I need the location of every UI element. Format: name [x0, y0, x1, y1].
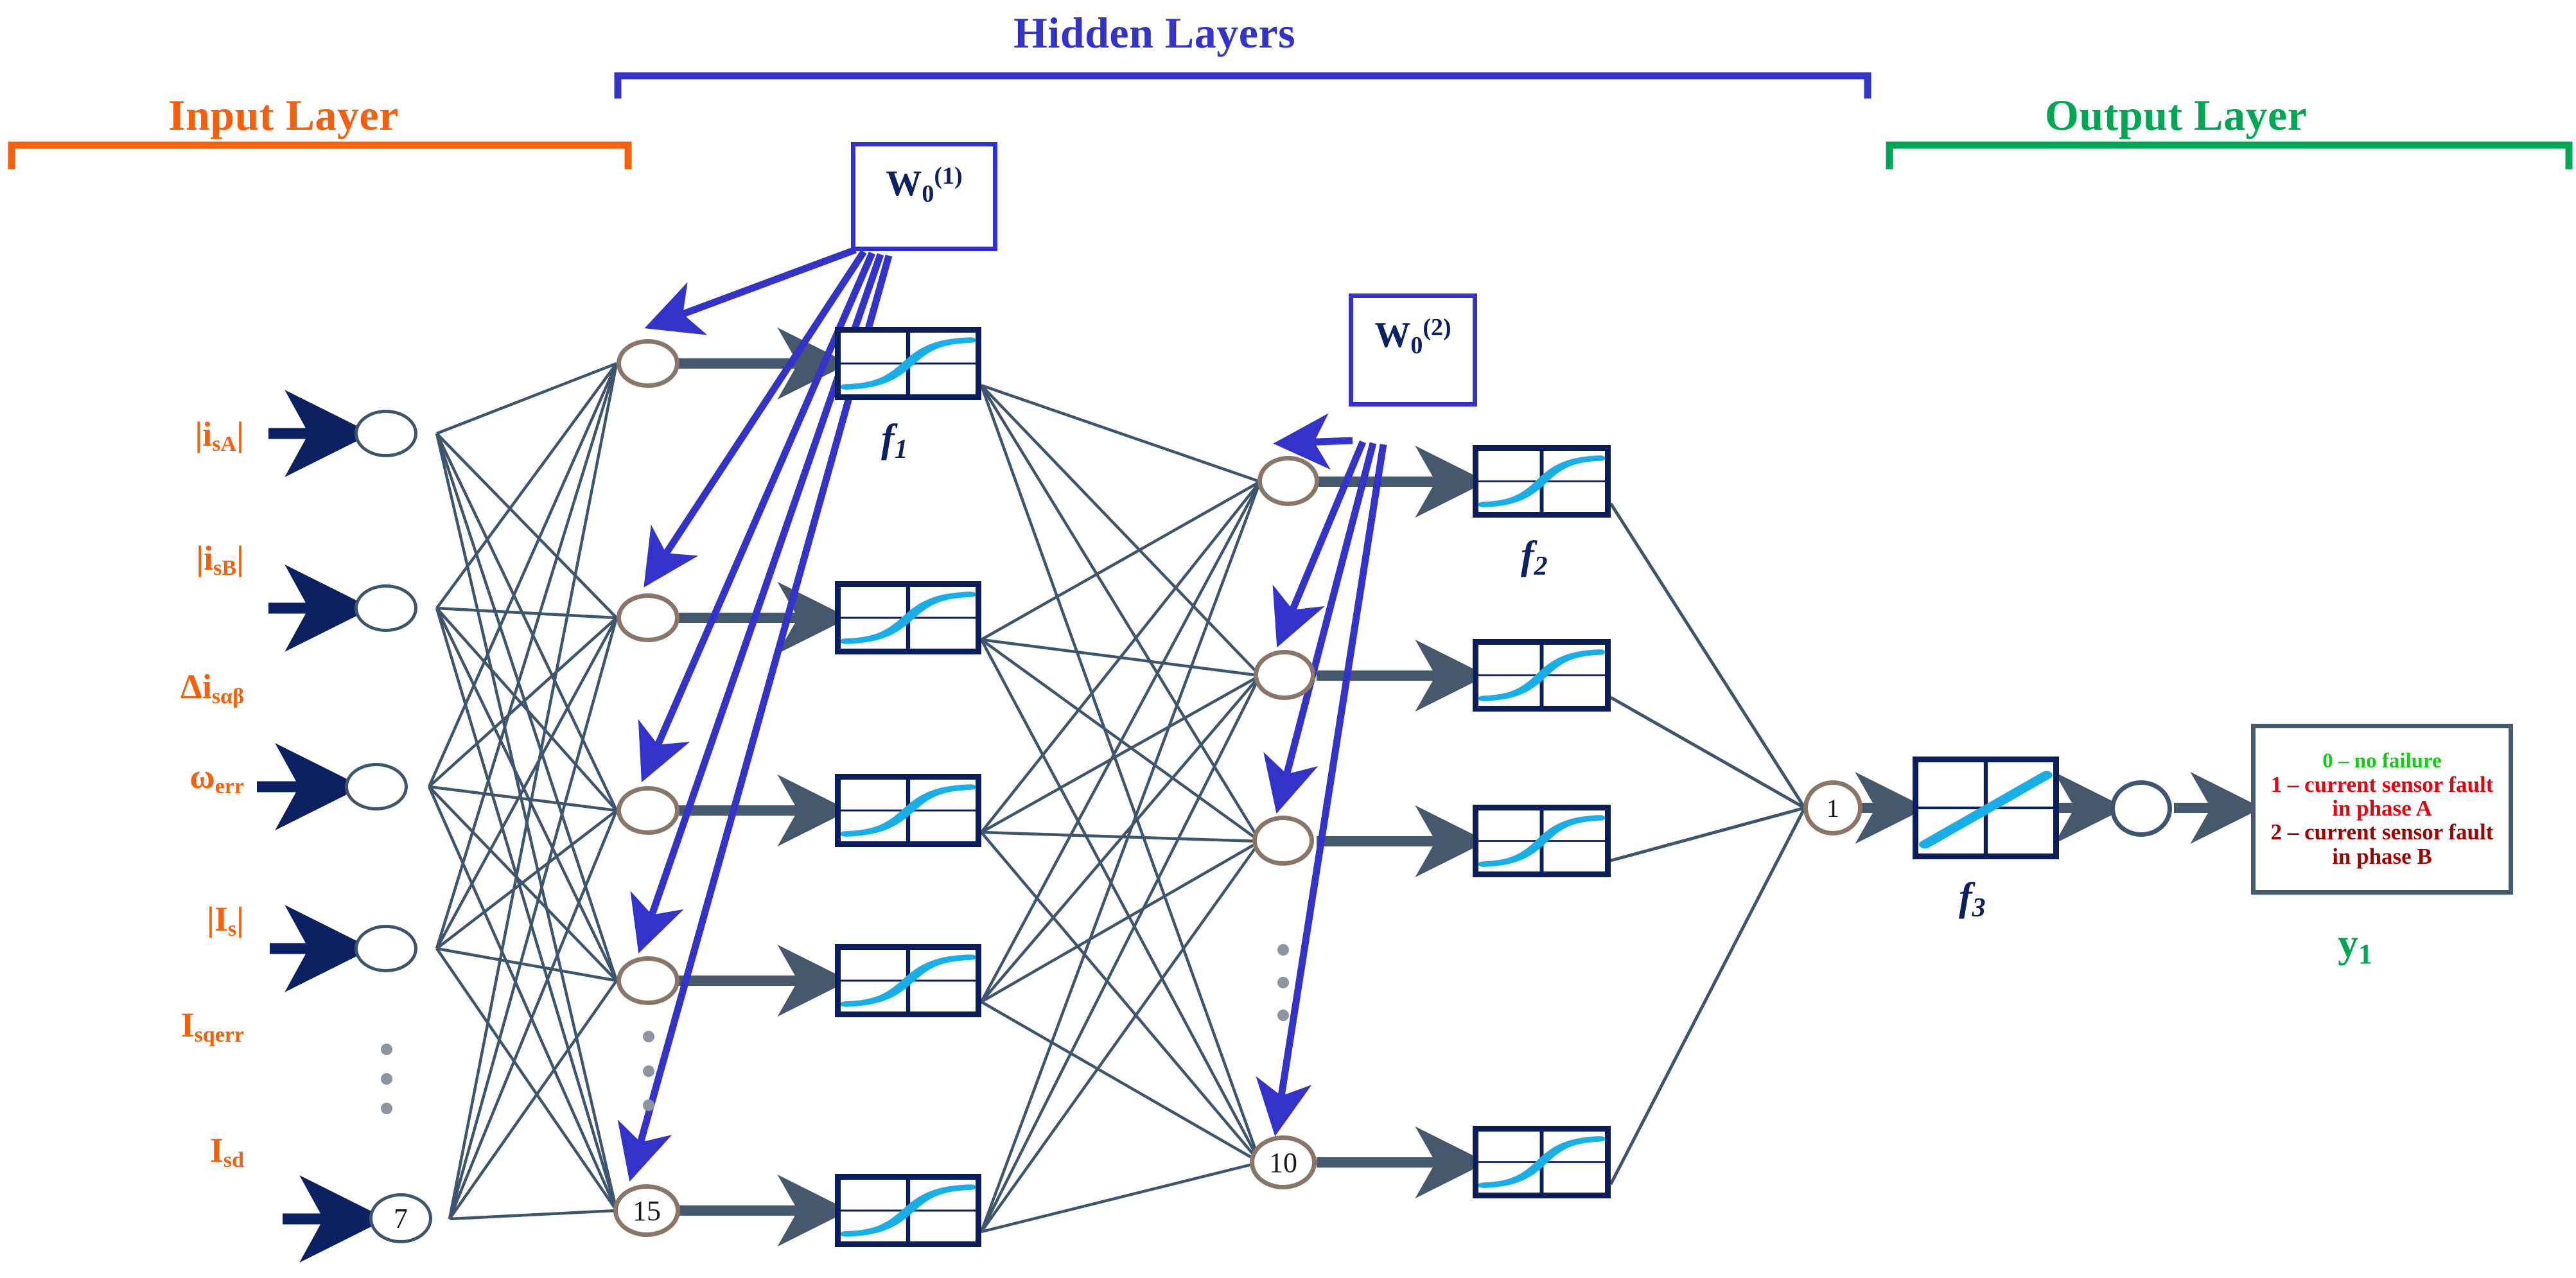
- input-neuron-4[interactable]: [355, 925, 417, 972]
- activation-box-f1-3: [835, 774, 981, 847]
- input-label-delta-isab-text: Δisαβ: [180, 667, 244, 708]
- output-sum-neuron[interactable]: 1: [1803, 780, 1862, 836]
- activation-box-f1-1: [835, 327, 981, 400]
- hidden2-neuron-2[interactable]: [1254, 650, 1315, 700]
- activation-label-f1-text: f1: [881, 417, 908, 464]
- hidden2-neuron-3[interactable]: [1252, 816, 1314, 866]
- weight-box-w0-1[interactable]: W0(1): [851, 142, 997, 251]
- output-sum-neuron-label: 1: [1827, 793, 1839, 823]
- edges-hidden2-neuron-to-activation: [1317, 446, 1487, 1198]
- activation-box-f1-2: [835, 581, 981, 654]
- input-label-omega-err: ωerr: [13, 757, 244, 798]
- input-label-Isd: Isd: [13, 1130, 244, 1172]
- input-label-delta-isab: Δisαβ: [13, 667, 244, 708]
- activation-box-f2-3: [1473, 805, 1611, 877]
- edges-hidden1-to-hidden2: [979, 383, 1262, 1234]
- hidden2-neuron-last-label: 10: [1269, 1146, 1297, 1178]
- output-legend-line-4: in phase B: [2332, 843, 2432, 869]
- bracket-input-layer: [8, 141, 632, 170]
- input-label-Isqerr: Isqerr: [13, 1005, 244, 1047]
- hidden2-neuron-1[interactable]: [1257, 456, 1319, 506]
- input-neuron-1[interactable]: [355, 410, 417, 457]
- hidden1-neuron-last-label: 15: [633, 1195, 661, 1227]
- header-input-layer: Input Layer: [168, 91, 399, 139]
- activation-box-f2-4: [1473, 1126, 1611, 1198]
- input-label-omega-err-text: ωerr: [189, 757, 244, 798]
- hidden1-neuron-1[interactable]: [617, 339, 679, 388]
- input-label-abs-Is: |Is|: [13, 899, 244, 941]
- input-label-isB-text: |isB|: [196, 539, 244, 580]
- activation-box-f1-4: [835, 944, 981, 1017]
- input-label-abs-Is-text: |Is|: [206, 900, 244, 941]
- input-label-isB: |isB|: [13, 538, 244, 580]
- weight-box-w0-2[interactable]: W0(2): [1349, 293, 1477, 407]
- header-output-layer: Output Layer: [2045, 91, 2308, 139]
- activation-label-f2: f2: [1521, 533, 1548, 581]
- arrows-w0-2-to-hidden2: [1256, 413, 1387, 1137]
- activation-label-f3-text: f3: [1959, 875, 1986, 923]
- hidden1-neuron-2[interactable]: [617, 593, 679, 642]
- input-label-Isqerr-text: Isqerr: [180, 1006, 244, 1047]
- input-layer-ellipsis: [380, 1044, 393, 1114]
- input-label-isA-text: |isA|: [195, 415, 244, 456]
- output-legend-box: 0 – no failure 1 – current sensor fault …: [2251, 724, 2513, 895]
- hidden1-layer-ellipsis: [642, 1031, 655, 1111]
- hidden1-neuron-4[interactable]: [617, 956, 679, 1005]
- activation-box-f2-2: [1473, 639, 1611, 712]
- activation-label-f3: f3: [1959, 875, 1986, 923]
- input-neuron-last-label: 7: [394, 1202, 408, 1234]
- output-neuron[interactable]: [2110, 780, 2172, 837]
- bracket-hidden-layers: [614, 72, 1871, 99]
- activation-label-f1: f1: [881, 416, 908, 464]
- output-legend-line-1: 1 – current sensor fault: [2270, 772, 2494, 798]
- output-symbol-y1-text: y1: [2338, 920, 2372, 970]
- hidden2-neuron-last[interactable]: 10: [1250, 1135, 1317, 1189]
- input-neuron-3[interactable]: [345, 763, 408, 810]
- weight-box-w0-2-label: W0(2): [1374, 314, 1451, 359]
- input-label-isA: |isA|: [13, 414, 244, 456]
- output-legend-line-3: 2 – current sensor fault: [2270, 819, 2494, 845]
- activation-box-f3: [1913, 757, 2059, 859]
- output-symbol-y1: y1: [2338, 920, 2372, 970]
- hidden1-neuron-last[interactable]: 15: [613, 1184, 680, 1237]
- activation-box-f1-5: [835, 1174, 981, 1247]
- weight-box-w0-1-label: W0(1): [886, 162, 963, 207]
- hidden2-layer-ellipsis: [1277, 944, 1290, 1021]
- input-feed-arrows: [257, 390, 387, 1263]
- activation-label-f2-text: f2: [1521, 534, 1548, 581]
- edges-input-to-hidden1: [427, 362, 618, 1221]
- input-neuron-2[interactable]: [355, 584, 417, 632]
- input-label-Isd-text: Isd: [209, 1131, 244, 1172]
- hidden1-neuron-3[interactable]: [617, 786, 679, 835]
- edges-hidden1-neuron-to-activation: [679, 328, 850, 1247]
- header-brackets: [8, 72, 2573, 170]
- bracket-output-layer: [1886, 141, 2573, 170]
- edges-hidden2-to-output: [1609, 502, 1807, 1186]
- activation-box-f2-1: [1473, 445, 1611, 518]
- header-hidden-layers: Hidden Layers: [1013, 8, 1296, 57]
- output-legend-line-0: 0 – no failure: [2322, 749, 2442, 773]
- input-neuron-last[interactable]: 7: [369, 1193, 432, 1243]
- output-legend-line-2: in phase A: [2332, 796, 2432, 821]
